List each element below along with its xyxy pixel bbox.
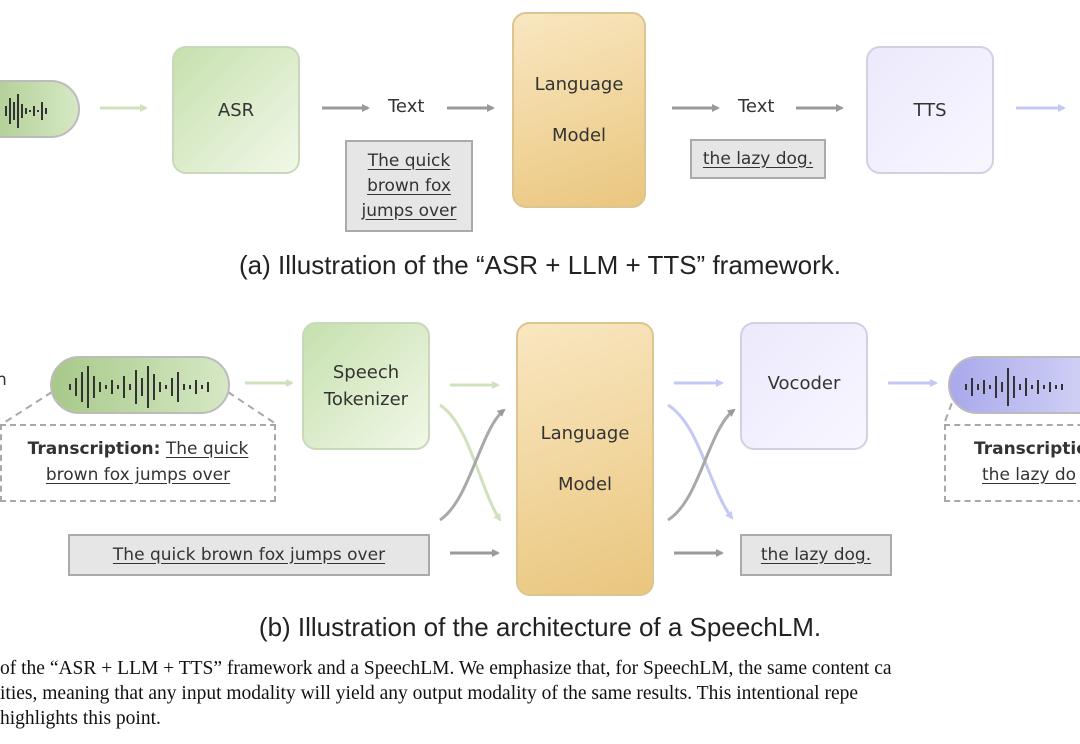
lm-label-line1: Language — [540, 423, 630, 444]
transcription-output-box: Transcriptio the lazy do — [944, 424, 1080, 502]
transcription-input-box: Transcription: The quick brown fox jumps… — [0, 424, 276, 502]
lm-label-line2: Model — [551, 125, 607, 146]
text-output-b: the lazy dog. — [760, 544, 872, 565]
tokenizer-label-line1: Speech — [332, 362, 400, 383]
asr-label: ASR — [217, 99, 255, 121]
tokenizer-label-line2: Tokenizer — [323, 389, 409, 410]
transcription-in-text1: The quick — [165, 439, 249, 459]
figure-caption-line: highlights this point. — [0, 708, 161, 729]
left-cut-label: h — [0, 370, 7, 390]
input-text-line: jumps over — [361, 200, 457, 221]
transcription-in-label: Transcription: — [27, 439, 161, 459]
input-text-line: brown fox — [367, 175, 451, 196]
tts-box: TTS — [866, 46, 994, 174]
waveform-icon — [5, 94, 47, 128]
language-model-box-b: Language Model — [516, 322, 654, 596]
caption-b: (b) Illustration of the architecture of … — [258, 612, 822, 642]
figure-caption-line: ities, meaning that any input modality w… — [0, 683, 859, 704]
input-text-line: The quick — [367, 150, 451, 171]
text-label-right: Text — [738, 96, 775, 117]
lm-label-line1: Language — [534, 74, 624, 95]
caption-a: (a) Illustration of the “ASR + LLM + TTS… — [238, 250, 842, 280]
output-text: the lazy dog. — [702, 148, 814, 169]
waveform-icon — [965, 368, 1063, 406]
vocoder-label: Vocoder — [767, 373, 841, 394]
text-label-left: Text — [388, 96, 425, 117]
lm-label-line2: Model — [557, 474, 613, 495]
speech-input-waveform-b — [50, 356, 230, 414]
transcription-out-label: Transcriptio — [974, 439, 1080, 459]
tts-label: TTS — [913, 99, 947, 121]
figure-caption: of the “ASR + LLM + TTS” framework and a… — [0, 656, 1080, 731]
figure-caption-line: of the “ASR + LLM + TTS” framework and a… — [0, 658, 892, 679]
waveform-icon — [69, 366, 209, 408]
text-input-box-b: The quick brown fox jumps over — [68, 534, 430, 576]
asr-box: ASR — [172, 46, 300, 174]
vocoder-box: Vocoder — [740, 322, 868, 450]
text-input-b: The quick brown fox jumps over — [112, 544, 386, 565]
transcription-in-text2: brown fox jumps over — [45, 465, 231, 485]
speech-output-waveform — [948, 356, 1080, 414]
output-text-box: the lazy dog. — [690, 139, 826, 179]
input-text-box: The quick brown fox jumps over — [345, 140, 473, 232]
speech-input-waveform-a — [0, 80, 80, 138]
transcription-out-text: the lazy do — [982, 465, 1077, 485]
language-model-box-a: Language Model — [512, 12, 646, 208]
text-output-box-b: the lazy dog. — [740, 534, 892, 576]
speech-tokenizer-box: Speech Tokenizer — [302, 322, 430, 450]
